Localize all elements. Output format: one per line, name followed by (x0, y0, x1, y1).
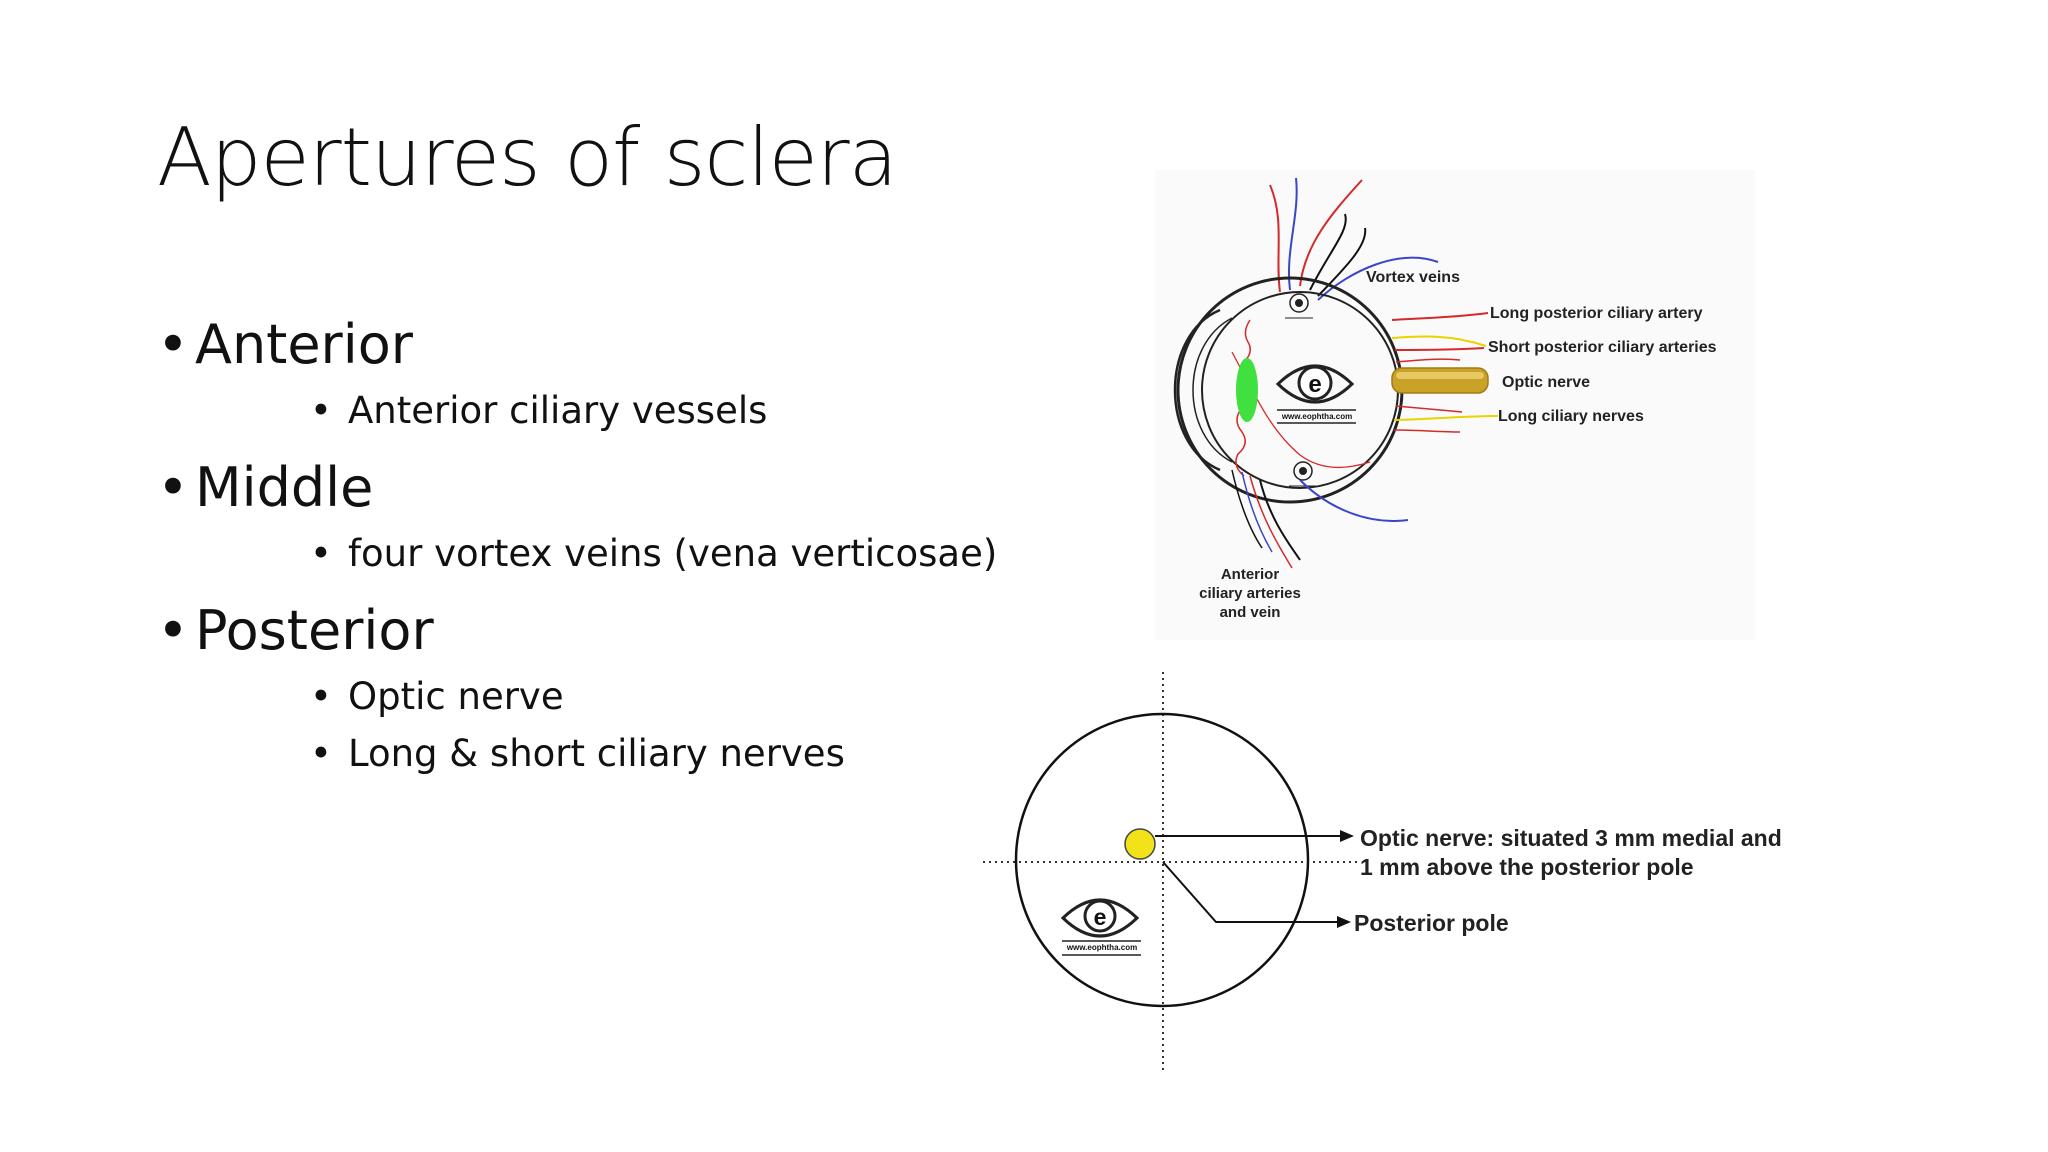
short-posterior-ciliary-line (1395, 405, 1463, 413)
bullet-dot: • (310, 675, 332, 718)
vessel-red (1269, 184, 1281, 293)
posterior-pole-arrowhead (1337, 916, 1351, 928)
bullet-middle: •Middle (157, 461, 373, 515)
bullet-posterior-label: Posterior (195, 599, 434, 662)
logo-letter: e (1094, 904, 1107, 930)
short-posterior-ciliary-line (1394, 347, 1485, 351)
label-short-posterior-ciliary-arteries: Short posterior ciliary arteries (1488, 339, 1717, 356)
short-posterior-ciliary-line (1395, 358, 1461, 363)
optic-nerve-highlight (1396, 372, 1484, 379)
bullet-dot: • (310, 732, 332, 775)
logo-iris (1083, 899, 1117, 933)
label-posterior-pole: Posterior pole (1354, 910, 1509, 936)
optic-nerve (1391, 367, 1489, 394)
vessel-red (1299, 179, 1363, 287)
bullet-dot: • (157, 599, 189, 662)
label-optic-nerve: Optic nerve (1502, 374, 1590, 391)
vortex-vein-lower-exit (1289, 461, 1317, 487)
sub-bullet-label: Long & short ciliary nerves (348, 732, 845, 775)
bullet-anterior: •Anterior (157, 318, 413, 372)
sub-bullet-label: Anterior ciliary vessels (348, 389, 768, 432)
logo-eye-outline (1060, 898, 1140, 938)
vortex-exit-dot (1295, 299, 1303, 307)
label-vortex-veins: Vortex veins (1366, 269, 1460, 286)
pole-diagram: e www.eophtha.com Optic nerve: situated … (983, 672, 1782, 1070)
eophtha-logo: e www.eophtha.com (1275, 364, 1356, 424)
anterior-ciliary-vessel (1241, 471, 1273, 553)
logo-iris (1297, 365, 1333, 401)
sub-bullet-vortex-veins: • four vortex veins (vena verticosae) (310, 535, 997, 572)
eye-diagram: e www.eophtha.com (1155, 170, 1755, 640)
vortex-exit-ring (1293, 461, 1313, 481)
cornea (1173, 308, 1221, 472)
anterior-ciliary-vessel (1231, 469, 1263, 549)
anterior-ciliary-vessel (1259, 479, 1301, 561)
vortex-exit-ring (1289, 293, 1309, 313)
bullet-dot: • (310, 532, 332, 575)
sub-bullet-label: Optic nerve (348, 675, 564, 718)
optic-nerve-arrowhead (1340, 830, 1354, 842)
optic-disc (1124, 828, 1156, 860)
label-anterior: Anterior (1221, 566, 1280, 583)
label-and-vein: and vein (1220, 604, 1281, 621)
sub-bullet-anterior-ciliary-vessels: • Anterior ciliary vessels (310, 392, 767, 429)
bullet-dot: • (157, 313, 189, 376)
bullet-posterior: •Posterior (157, 604, 434, 658)
long-posterior-ciliary-artery-line (1391, 312, 1489, 321)
cornea-inner (1192, 317, 1233, 463)
vortex-vein-upper (1317, 256, 1439, 301)
long-ciliary-nerve-line (1393, 415, 1499, 421)
anterior-ciliary-vessel (1249, 475, 1293, 569)
nerve-line (1391, 335, 1487, 347)
label-long-posterior-ciliary-artery: Long posterior ciliary artery (1490, 305, 1703, 322)
sub-bullet-optic-nerve: • Optic nerve (310, 678, 564, 715)
sub-bullet-label: four vortex veins (vena verticosae) (348, 532, 998, 575)
label-optic-nerve-position-1: Optic nerve: situated 3 mm medial and (1360, 825, 1782, 851)
bullet-anterior-label: Anterior (195, 313, 414, 376)
vortex-vein-upper-exit (1285, 293, 1313, 319)
vortex-vein-lower (1299, 479, 1409, 522)
vessel-line (1393, 429, 1461, 433)
vortex-exit-dot (1299, 467, 1307, 475)
label-optic-nerve-position-2: 1 mm above the posterior pole (1360, 854, 1694, 880)
posterior-globe (1014, 712, 1310, 1008)
logo-watermark: www.eophtha.com (1066, 943, 1137, 952)
sub-bullet-ciliary-nerves: • Long & short ciliary nerves (310, 735, 845, 772)
posterior-vessels (1231, 312, 1499, 569)
bullet-dot: • (310, 389, 332, 432)
bullet-dot: • (157, 456, 189, 519)
label-long-ciliary-nerves: Long ciliary nerves (1498, 408, 1644, 425)
lens (1236, 358, 1258, 422)
logo-watermark: www.eophtha.com (1281, 412, 1352, 421)
logo-eye-outline (1275, 364, 1355, 404)
vessel-black (1317, 227, 1367, 297)
slide-title: Apertures of sclera (157, 111, 898, 204)
eophtha-logo-pole: e www.eophtha.com (1060, 898, 1141, 956)
posterior-pole-arrow (1162, 861, 1342, 923)
superior-vessels (1269, 177, 1439, 301)
vessel-black (1309, 213, 1347, 291)
bullet-middle-label: Middle (195, 456, 374, 519)
logo-letter: e (1308, 371, 1321, 398)
label-ciliary-arteries: ciliary arteries (1199, 585, 1301, 602)
